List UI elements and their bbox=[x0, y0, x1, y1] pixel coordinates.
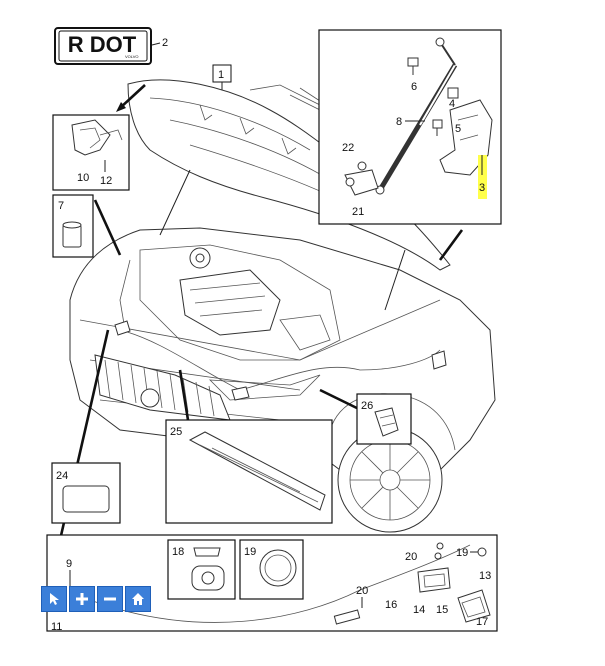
zoom-out-icon bbox=[104, 597, 116, 601]
callout-18: 18 bbox=[172, 546, 184, 558]
callout-1: 1 bbox=[218, 69, 224, 81]
callout-21: 21 bbox=[352, 206, 364, 218]
leader-hood-to-10 bbox=[119, 84, 146, 109]
highlight-callout-3 bbox=[478, 155, 487, 199]
r-dot-logo: R DOT VOLVO bbox=[54, 27, 152, 65]
logo-subtext: VOLVO bbox=[125, 54, 139, 59]
home-icon bbox=[132, 593, 144, 605]
callout-6: 6 bbox=[411, 81, 417, 93]
callout-8: 8 bbox=[396, 116, 402, 128]
callout-15: 15 bbox=[436, 604, 448, 616]
callout-7: 7 bbox=[58, 200, 64, 212]
callout-20b: 20 bbox=[356, 585, 368, 597]
callout-17: 17 bbox=[476, 616, 488, 628]
callout-11: 11 bbox=[51, 621, 62, 633]
logo-text: R DOT bbox=[68, 32, 137, 57]
callout-16: 16 bbox=[385, 599, 397, 611]
callout-26: 26 bbox=[361, 400, 373, 412]
callout-20a: 20 bbox=[405, 551, 417, 563]
callout-5: 5 bbox=[455, 123, 461, 135]
cursor-button[interactable] bbox=[41, 586, 67, 612]
zoom-in-button[interactable] bbox=[69, 586, 95, 612]
callout-10: 10 bbox=[77, 172, 89, 184]
zoom-in-icon bbox=[76, 593, 88, 605]
callout-13: 13 bbox=[479, 570, 491, 582]
callout-19b: 19 bbox=[456, 547, 468, 559]
viewer-toolbar bbox=[41, 586, 151, 612]
callout-2: 2 bbox=[162, 37, 168, 49]
callout-9: 9 bbox=[66, 558, 72, 570]
callout-19a: 19 bbox=[244, 546, 256, 558]
home-button[interactable] bbox=[125, 586, 151, 612]
callout-25: 25 bbox=[170, 426, 182, 438]
zoom-out-button[interactable] bbox=[97, 586, 123, 612]
callout-22: 22 bbox=[342, 142, 354, 154]
callout-24: 24 bbox=[56, 470, 68, 482]
callout-12: 12 bbox=[100, 175, 112, 187]
cursor-icon bbox=[50, 593, 59, 605]
callout-4: 4 bbox=[449, 98, 455, 110]
callout-3: 3 bbox=[479, 182, 485, 194]
callout-14: 14 bbox=[413, 604, 425, 616]
